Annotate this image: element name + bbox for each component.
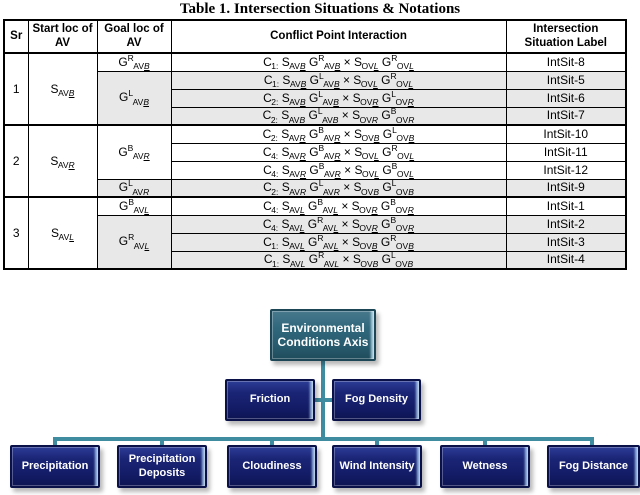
connector-hbar <box>53 437 594 441</box>
node-cloudiness: Cloudiness <box>227 445 317 488</box>
connector-stub-1 <box>53 441 57 447</box>
conflict-cell: C2: SAVR GBAVR × SOVB GLOVB <box>170 124 507 144</box>
sr-cell: 1 <box>3 52 29 126</box>
node-precipitation-deposits: Precipitation Deposits <box>117 445 207 488</box>
node-wind-intensity: Wind Intensity <box>332 445 422 488</box>
intsit-label-cell: IntSit-11 <box>505 142 627 162</box>
conflict-cell: C1: SAVB GLAVB × SOVL GROVL <box>170 70 507 90</box>
conflict-cell: C1: SAVB GRAVB × SOVL GROVL <box>170 52 507 72</box>
node-precipitation: Precipitation <box>10 445 100 488</box>
conflict-cell: C2: SAVB GLAVB × SOVR GLOVR <box>170 88 507 108</box>
goal-loc-cell: GBAVL <box>96 196 172 216</box>
intersection-table-wrapper: Sr Start loc of AV Goal loc of AV Confli… <box>3 19 627 270</box>
conflict-cell: C4: SAVL GRAVL × SOVR GBOVR <box>170 214 507 234</box>
connector-mid-stub <box>313 398 334 402</box>
header-goal-loc: Goal loc of AV <box>96 19 172 54</box>
intsit-label-cell: IntSit-2 <box>505 214 627 234</box>
conflict-cell: C2: SAVR GLAVR × SOVB GLOVB <box>170 178 507 198</box>
header-start-loc: Start loc of AV <box>27 19 98 54</box>
node-fog-distance: Fog Distance <box>547 445 640 488</box>
intsit-label-cell: IntSit-10 <box>505 124 627 144</box>
sr-cell: 3 <box>3 196 29 270</box>
intsit-label-cell: IntSit-6 <box>505 88 627 108</box>
goal-loc-cell: GLAVB <box>96 70 172 126</box>
node-friction: Friction <box>225 379 315 421</box>
conflict-cell: C2: SAVB GLAVB × SOVR GBOVR <box>170 106 507 126</box>
sr-cell: 2 <box>3 124 29 198</box>
start-loc-cell: SAVB <box>27 52 98 126</box>
intsit-label-cell: IntSit-1 <box>505 196 627 216</box>
intersection-table: Sr Start loc of AV Goal loc of AV Confli… <box>3 19 627 270</box>
intsit-label-cell: IntSit-9 <box>505 178 627 198</box>
goal-loc-cell: GLAVR <box>96 178 172 198</box>
header-sr: Sr <box>3 19 29 54</box>
connector-stub-6 <box>590 441 594 447</box>
connector-stub-4 <box>375 441 379 447</box>
table-title: Table 1. Intersection Situations & Notat… <box>179 1 461 17</box>
connector-stub-5 <box>483 441 487 447</box>
conflict-cell: C4: SAVR GBAVR × SOVL GBOVL <box>170 160 507 180</box>
conflict-cell: C4: SAVL GBAVL × SOVR GBOVR <box>170 196 507 216</box>
header-conflict: Conflict Point Interaction <box>170 19 507 54</box>
connector-stub-3 <box>270 441 274 447</box>
start-loc-cell: SAVR <box>27 124 98 198</box>
header-label: Intersection Situation Label <box>505 19 627 54</box>
intsit-label-cell: IntSit-8 <box>505 52 627 72</box>
goal-loc-cell: GRAVB <box>96 52 172 72</box>
node-fog-density: Fog Density <box>332 379 421 421</box>
goal-loc-cell: GBAVR <box>96 124 172 180</box>
intsit-label-cell: IntSit-5 <box>505 70 627 90</box>
goal-loc-cell: GRAVL <box>96 214 172 270</box>
intsit-label-cell: IntSit-4 <box>505 250 627 270</box>
start-loc-cell: SAVL <box>27 196 98 270</box>
intsit-label-cell: IntSit-3 <box>505 232 627 252</box>
intsit-label-cell: IntSit-12 <box>505 160 627 180</box>
connector-stub-2 <box>160 441 164 447</box>
header-row: Sr Start loc of AV Goal loc of AV Confli… <box>3 19 627 54</box>
node-wetness: Wetness <box>440 445 530 488</box>
conflict-cell: C4: SAVR GBAVR × SOVL GROVL <box>170 142 507 162</box>
conflict-cell: C1: SAVL GRAVL × SOVB GROVB <box>170 232 507 252</box>
conflict-cell: C1: SAVL GRAVL × SOVB GLOVB <box>170 250 507 270</box>
intsit-label-cell: IntSit-7 <box>505 106 627 126</box>
node-environmental-conditions-axis: Environmental Conditions Axis <box>270 309 376 361</box>
